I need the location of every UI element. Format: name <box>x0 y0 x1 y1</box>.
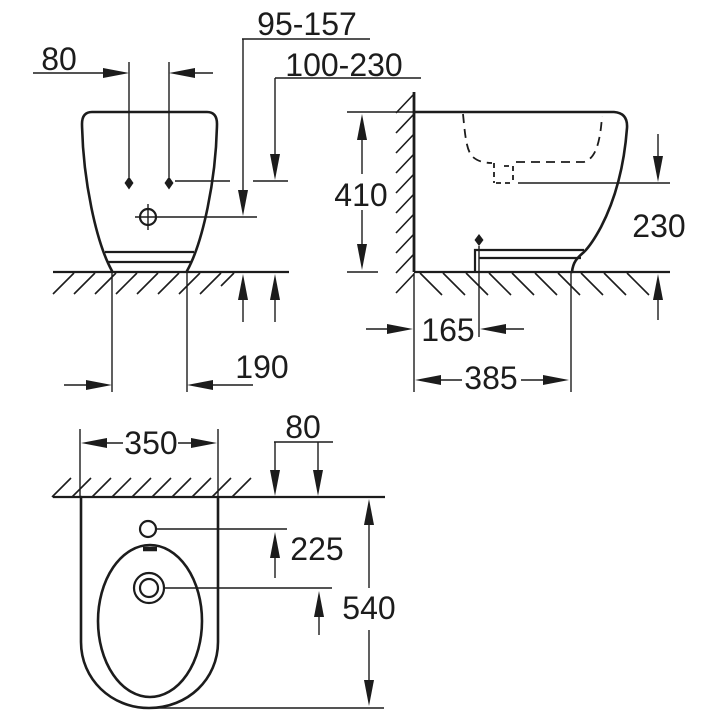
dim-label-rim-height: 410 <box>334 177 387 213</box>
dim-label-supply-height: 95-157 <box>257 6 357 42</box>
dim-plan-drain-setout: 225 <box>270 531 344 635</box>
plan-body-outline <box>79 495 220 710</box>
front-body-outline <box>80 110 219 273</box>
extension-ticks <box>347 111 413 273</box>
arrowhead <box>270 274 280 300</box>
dim-side-rim-height: 410 <box>334 111 413 273</box>
arrowhead <box>187 380 213 390</box>
side-view: 410 230 165 385 <box>334 92 686 396</box>
dim-line <box>274 77 421 322</box>
dim-side-outlet-height: 230 <box>632 134 686 320</box>
dim-plan-width: 350 <box>79 425 219 496</box>
arrowhead <box>103 68 129 78</box>
arrowhead <box>364 680 374 706</box>
arrowhead <box>357 244 367 270</box>
mounting-hole-extension-lines <box>128 62 170 177</box>
dim-label-base-width: 190 <box>235 349 288 385</box>
dim-line <box>274 558 320 635</box>
arrowhead <box>314 591 324 617</box>
dim-plan-tap-setout: 80 <box>270 409 333 496</box>
arrowhead <box>357 114 367 140</box>
dim-side-supply-setout: 165 <box>366 273 524 392</box>
arrowhead <box>543 375 569 385</box>
dim-line <box>242 38 370 322</box>
dim-label-overall-depth: 540 <box>342 590 395 626</box>
dim-label-plan-width: 350 <box>124 425 177 461</box>
arrowhead <box>653 274 663 300</box>
arrowhead <box>238 274 248 300</box>
arrowhead <box>270 154 280 180</box>
arrowhead <box>169 68 195 78</box>
arrowhead <box>191 438 217 448</box>
dim-label-outlet-height-side: 230 <box>632 208 685 244</box>
arrowhead <box>653 156 663 182</box>
dim-line <box>274 441 333 470</box>
side-floor-hatch <box>419 272 650 296</box>
arrowhead <box>270 470 280 496</box>
front-base-seam-lines <box>105 250 194 264</box>
dim-front-outlet-height: 100-230 <box>270 47 421 322</box>
arrowhead <box>387 324 413 334</box>
plan-bowl-rim <box>96 543 204 699</box>
mounting-hole-points <box>124 176 174 190</box>
dim-front-base-width: 190 <box>64 273 289 392</box>
arrowhead <box>313 470 323 496</box>
dim-front-hole-spacing: 80 <box>33 41 213 78</box>
plan-view: 350 80 225 540 <box>51 409 396 710</box>
bowl-dashed-bottom-right <box>516 115 603 163</box>
drain-outer-circle <box>132 571 166 605</box>
wall-hatch <box>395 93 415 294</box>
supply-connection-point <box>474 234 484 246</box>
extension-lines <box>111 273 188 392</box>
dim-label-base-depth: 385 <box>464 360 517 396</box>
front-view: 80 95-157 100-230 190 <box>33 6 421 392</box>
dim-plan-overall-depth: 540 <box>342 499 396 706</box>
arrowhead <box>238 190 248 216</box>
arrowhead <box>480 324 506 334</box>
arrowhead <box>81 438 107 448</box>
dim-label-outlet-height: 100-230 <box>285 47 402 83</box>
tap-hole <box>138 519 158 539</box>
arrowhead <box>364 499 374 525</box>
front-floor-hatch <box>52 272 235 295</box>
arrowhead <box>86 380 112 390</box>
drain-inner-circle <box>138 577 160 599</box>
extension-lines <box>79 429 219 496</box>
dim-label-front-hole-spacing: 80 <box>41 41 77 77</box>
plan-wall-hatch <box>51 477 252 498</box>
dim-label-drain-setout: 225 <box>290 531 343 567</box>
dim-label-supply-setout: 165 <box>421 312 474 348</box>
dim-front-supply-height: 95-157 <box>238 6 370 322</box>
drain-trap-dashed <box>493 163 514 184</box>
arrowhead <box>270 532 280 558</box>
side-base-plinth <box>473 248 584 272</box>
bowl-dashed-left <box>462 113 493 164</box>
dim-label-tap-setout: 80 <box>285 409 321 445</box>
supply-level-line <box>135 204 257 230</box>
arrowhead <box>415 375 441 385</box>
dim-side-base-depth: 385 <box>415 273 572 396</box>
side-body-outline <box>412 110 629 274</box>
